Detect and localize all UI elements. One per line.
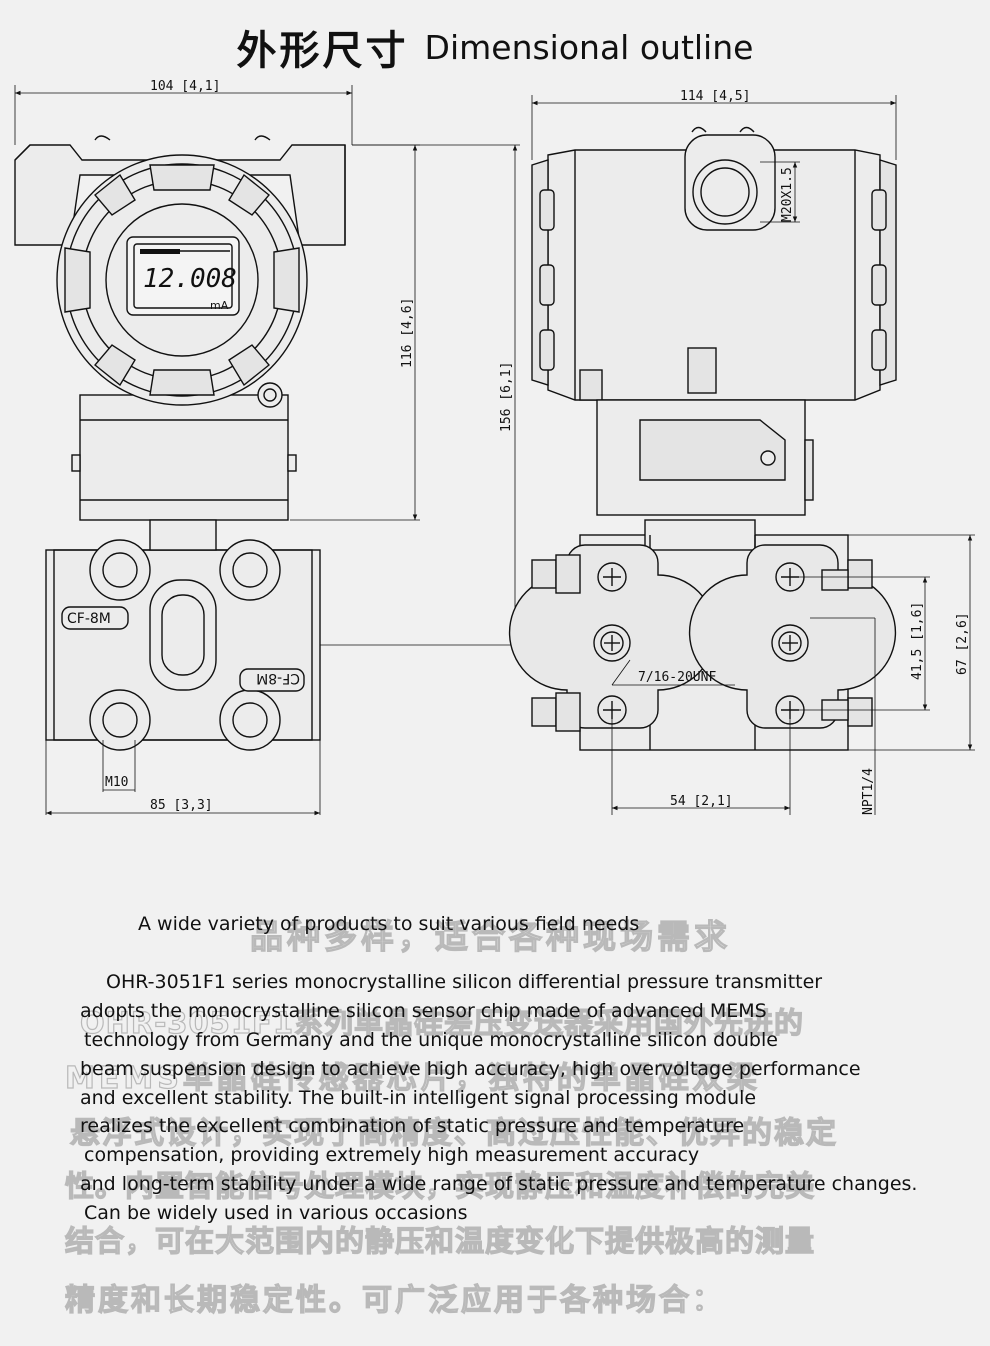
material-mark-top: CF-8M — [67, 611, 111, 627]
dim-bolt: M10 — [105, 775, 128, 790]
ghost-line: 性。内置智能信号处理模块，实现静压和温度补偿的完美 — [64, 1168, 816, 1203]
front-view-dimensions: 104 [4,1] 116 [4,6] 156 [6,1] 85 [3,3] M… — [14, 79, 520, 816]
dim-front-width: 104 [4,1] — [150, 79, 220, 94]
side-view-dimensions: 114 [4,5] 54 [2,1] 7/16-20UNF 41,5 [1,6]… — [531, 89, 975, 815]
dim-flange-spacing: 54 [2,1] — [670, 794, 733, 809]
dim-process-thread: 7/16-20UNF — [638, 670, 716, 685]
dim-height-116: 116 [4,6] — [400, 298, 415, 368]
lcd-display-value: 12.008 — [143, 264, 237, 294]
ghost-line: 悬浮式设计，实现了高精度、高过压性能、优异的稳定 — [69, 1115, 838, 1151]
dim-flange-height: 67 [2,6] — [955, 612, 970, 675]
title-chinese: 外形尺寸 — [236, 28, 409, 74]
dim-center-distance: 41,5 [1,6] — [910, 602, 925, 680]
ghost-line: 品种多样，适合各种现场需求 — [249, 916, 731, 956]
ghost-line: 结合，可在大范围内的静压和温度变化下提供极高的测量 — [64, 1223, 816, 1258]
side-view: M20X1.5 — [508, 126, 897, 751]
ghost-line: MEMS单晶硅传感器芯片，独特的单晶硅双梁 — [64, 1060, 761, 1096]
description-line: technology from Germany and the unique m… — [84, 1029, 778, 1051]
description-line: beam suspension design to achieve high a… — [80, 1058, 861, 1080]
page-title: 外形尺寸 Dimensional outline — [0, 18, 990, 76]
lcd-unit: mA — [210, 299, 229, 312]
description-line: realizes the excellent combination of st… — [80, 1115, 745, 1137]
description-line: and excellent stability. The built-in in… — [80, 1087, 757, 1109]
description-line: and long-term stability under a wide ran… — [80, 1173, 918, 1195]
front-view: 12.008 mA CF-8M CF-8M — [14, 135, 346, 751]
title-english: Dimensional outline — [424, 27, 754, 67]
dim-conduit-thread: M20X1.5 — [780, 167, 795, 222]
dim-npt: NPT1/4 — [861, 768, 876, 815]
description-line: OHR-3051F1 series monocrystalline silico… — [106, 971, 823, 993]
dim-height-156: 156 [6,1] — [499, 362, 514, 432]
material-mark-bottom: CF-8M — [256, 670, 300, 686]
description-line: adopts the monocrystalline silicon senso… — [80, 1000, 767, 1022]
dim-flange-width: 85 [3,3] — [150, 798, 213, 813]
description-line: compensation, providing extremely high m… — [84, 1144, 700, 1166]
ghost-line: 精度和长期稳定性。可广泛应用于各种场合： — [64, 1282, 725, 1318]
ghost-line: OHR-3051F1系列单晶硅差压变送器采用国外先进的 — [79, 1005, 804, 1040]
dimensional-drawing: 12.008 mA CF-8M CF-8M 104 [4,1] 116 [4,6… — [14, 79, 975, 816]
dim-side-width: 114 [4,5] — [680, 89, 750, 104]
description-heading: A wide variety of products to suit vario… — [138, 913, 640, 935]
description-line: Can be widely used in various occasions — [84, 1202, 468, 1224]
